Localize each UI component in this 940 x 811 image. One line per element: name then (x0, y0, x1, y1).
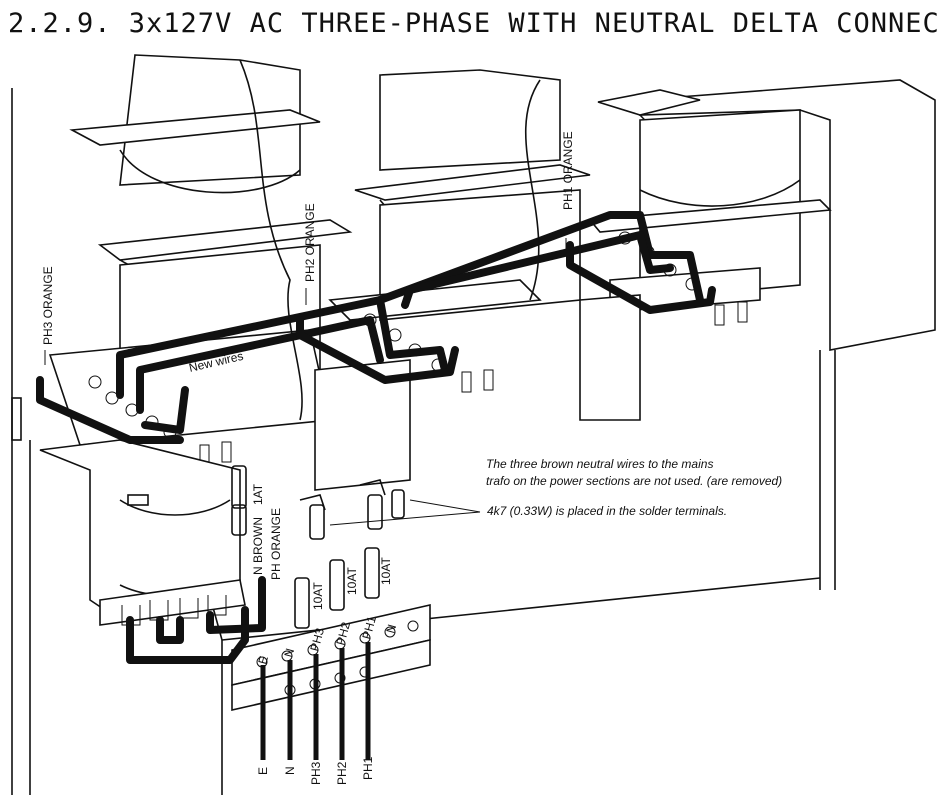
label-n-brown: N BROWN (251, 517, 265, 575)
mains-transformer (39, 439, 246, 626)
terminal-label-n: N (281, 647, 297, 659)
label-fuse-10at-a: 10AT (311, 582, 325, 610)
fuse-1at (231, 465, 247, 509)
middle-transformer (328, 69, 641, 421)
mains-wires (126, 576, 371, 760)
label-fuse-10at-b: 10AT (345, 567, 359, 595)
terminal-label-ph2: PH2 (333, 620, 353, 646)
fuse-10at-a (294, 577, 310, 629)
cable-label-ph3: PH3 (309, 761, 323, 785)
terminal-label-e: E (255, 654, 271, 665)
resistor-4k7-a (309, 504, 325, 540)
note-neutral-line1: The three brown neutral wires to the mai… (486, 457, 713, 471)
resistor-4k7-b (367, 494, 383, 530)
fuse-holders (231, 465, 405, 629)
label-fuse-10at-c: 10AT (379, 557, 393, 585)
callout-lines (44, 238, 567, 526)
label-fuse-1at: 1AT (251, 483, 265, 505)
label-ph2-orange: PH2 ORANGE (303, 203, 317, 282)
cable-label-ph2: PH2 (335, 761, 349, 785)
note-neutral-line2: trafo on the power sections are not used… (486, 474, 782, 488)
cable-label-e: E (256, 767, 270, 775)
terminal-label-n2: N (383, 623, 399, 635)
fuse-10at-b (329, 559, 345, 611)
label-ph-orange: PH ORANGE (269, 508, 283, 580)
note-resistor: 4k7 (0.33W) is placed in the solder term… (487, 504, 727, 518)
terminal-block (231, 603, 431, 712)
right-transformer (588, 79, 936, 351)
new-wires (36, 211, 716, 444)
fuse-10at-c (364, 547, 380, 599)
terminal-top-labels: E N PH3 PH2 PH1 N (255, 614, 399, 665)
cable-end-labels: E N PH3 PH2 PH1 (256, 756, 375, 785)
label-ph3-orange: PH3 ORANGE (41, 266, 55, 345)
label-ph1-orange: PH1 ORANGE (561, 131, 575, 210)
cable-label-n: N (283, 766, 297, 775)
terminal-label-ph1: PH1 (359, 614, 379, 640)
diagram-title: 2.2.9. 3x127V AC THREE-PHASE WITH NEUTRA… (8, 8, 940, 39)
cable-label-ph1: PH1 (361, 756, 375, 780)
terminal-label-ph3: PH3 (307, 626, 327, 652)
